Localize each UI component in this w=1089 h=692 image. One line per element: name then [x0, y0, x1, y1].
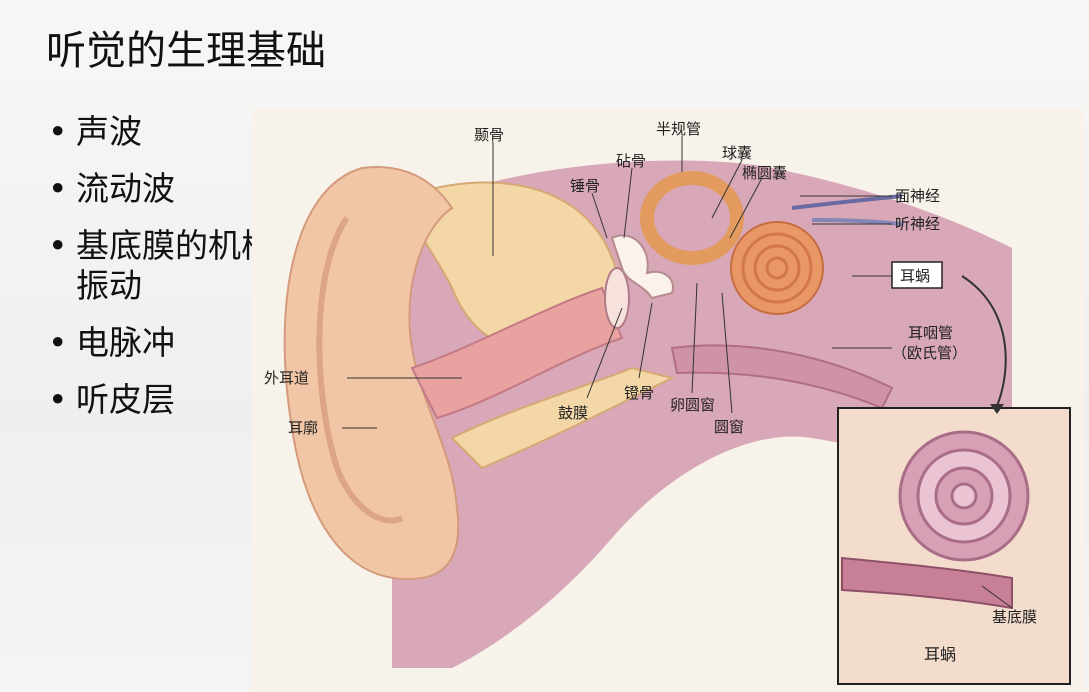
label-utricle: 椭圆囊: [742, 164, 787, 182]
label-cochlea: 耳蜗: [900, 267, 930, 285]
label-stapes: 镫骨: [624, 384, 654, 402]
label-saccule: 球囊: [722, 144, 752, 162]
slide-title: 听觉的生理基础: [46, 28, 326, 74]
label-semicircular-canals: 半规管: [656, 120, 701, 138]
pinna-fold: [316, 216, 404, 524]
bullet-item: 流动波: [46, 169, 286, 209]
facial-nerve-fiber: [791, 194, 903, 210]
label-incus: 砧骨: [616, 152, 646, 170]
label-auditory-nerve: 听神经: [895, 215, 940, 233]
inset-spiral: [898, 430, 1030, 562]
bullet-item: 电脉冲: [46, 323, 286, 363]
label-temporal-bone: 颞骨: [474, 126, 504, 144]
pointer-arrow: [961, 275, 1007, 407]
auditory-nerve-fiber: [811, 218, 903, 226]
label-basilar-membrane: 基底膜: [992, 608, 1037, 626]
arrow-head: [990, 404, 1004, 414]
label-ear-canal: 外耳道: [264, 369, 309, 387]
semicircular-canals: [640, 171, 744, 265]
ossicles: [610, 234, 674, 300]
cochlea-label-box: [891, 261, 943, 289]
eustachian-tube: [670, 344, 894, 410]
ear-anatomy-figure: 颞骨 半规管 球囊 椭圆囊 砧骨 锤骨 面神经 听神经 耳蜗 耳咽管 （欧氏管）…: [252, 108, 1084, 692]
bullet-list: 声波 流动波 基底膜的机械振动 电脉冲 听皮层: [46, 112, 286, 437]
ear-diagram: 颞骨 半规管 球囊 椭圆囊 砧骨 锤骨 面神经 听神经 耳蜗 耳咽管 （欧氏管）…: [264, 120, 1071, 685]
lower-bone: [450, 366, 675, 470]
cochlea-spiral: [730, 221, 824, 315]
bullet-item: 基底膜的机械振动: [46, 226, 286, 306]
label-facial-nerve: 面神经: [895, 187, 940, 205]
label-inset-cochlea: 耳蜗: [924, 645, 956, 664]
eardrum-shape: [604, 267, 630, 329]
label-malleus: 锤骨: [570, 177, 600, 195]
label-eustachian-tube: 耳咽管: [908, 324, 953, 342]
ear-canal: [410, 286, 624, 420]
leader-lines: [342, 136, 1013, 609]
label-oval-window: 卵圆窗: [670, 396, 715, 414]
label-eustachian-tube-alt: （欧氏管）: [892, 344, 967, 362]
label-round-window: 圆窗: [714, 418, 744, 436]
label-pinna: 耳廓: [288, 419, 318, 437]
label-eardrum: 鼓膜: [558, 404, 588, 422]
bullet-item: 声波: [46, 112, 286, 152]
bullet-item: 听皮层: [46, 380, 286, 420]
